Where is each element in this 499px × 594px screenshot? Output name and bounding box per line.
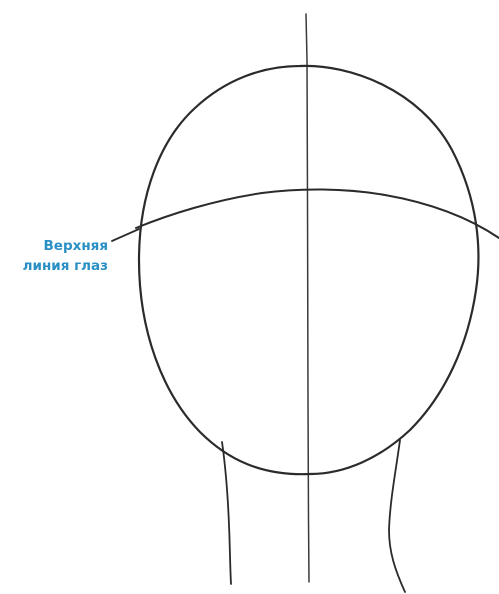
label-leader-line xyxy=(112,229,139,241)
center-guide-line xyxy=(306,14,309,582)
label-line-2: линия глаз xyxy=(0,256,108,276)
neck-right-line xyxy=(389,440,405,592)
upper-eye-line-label: Верхняя линия глаз xyxy=(0,236,108,276)
neck-left-line xyxy=(222,442,231,584)
upper-eye-guide-line xyxy=(136,189,499,238)
label-line-1: Верхняя xyxy=(0,236,108,256)
